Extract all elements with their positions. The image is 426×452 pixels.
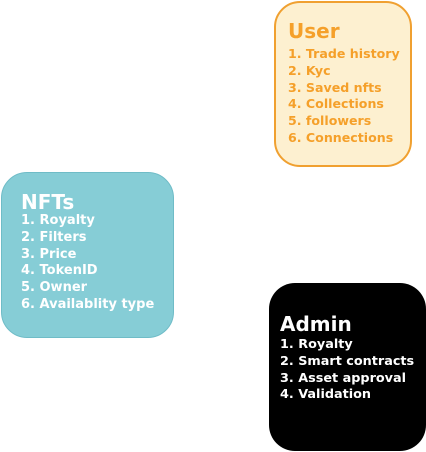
admin-card-item: 3. Asset approval	[280, 370, 407, 386]
nfts-card-item: 4. TokenID	[21, 263, 98, 279]
admin-card-item: 2. Smart contracts	[280, 353, 415, 369]
user-card-title: User	[288, 19, 340, 43]
user-card-item: 6. Connections	[288, 129, 394, 145]
user-card: User 1. Trade history 2. Kyc 3. Saved nf…	[274, 1, 412, 167]
user-card-item: 3. Saved nfts	[288, 79, 382, 95]
user-card-item: 1. Trade history	[288, 46, 400, 61]
nfts-card-item: 5. Owner	[21, 280, 88, 296]
admin-card: Admin 1. Royalty 2. Smart contracts 3. A…	[269, 283, 426, 451]
nfts-card-title: NFTs	[21, 190, 75, 214]
user-card-list: 1. Trade history 2. Kyc 3. Saved nfts 4.…	[288, 46, 410, 147]
nfts-card-list: 1. Royalty 2. Filters 3. Price 4. TokenI…	[21, 213, 173, 314]
admin-card-list: 1. Royalty 2. Smart contracts 3. Asset a…	[280, 337, 426, 404]
admin-card-title: Admin	[280, 312, 352, 336]
user-card-item: 5. followers	[288, 113, 372, 129]
nfts-card-item: 3. Price	[21, 246, 77, 262]
admin-card-item: 1. Royalty	[280, 337, 353, 352]
nfts-card-item: 2. Filters	[21, 229, 87, 245]
nfts-card-item: 1. Royalty	[21, 213, 95, 228]
nfts-card: NFTs 1. Royalty 2. Filters 3. Price 4. T…	[1, 172, 174, 338]
nfts-card-item: 6. Availablity type	[21, 296, 155, 312]
user-card-item: 2. Kyc	[288, 62, 331, 78]
user-card-item: 4. Collections	[288, 96, 384, 112]
admin-card-item: 4. Validation	[280, 387, 372, 403]
